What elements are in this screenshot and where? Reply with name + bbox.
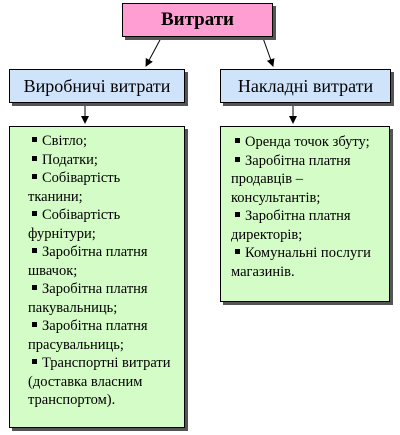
overhead-costs-list: Оренда точок збуту; Заробітна платня про… — [220, 126, 390, 302]
list-item-text: Заробітна платня директорів; — [231, 208, 351, 243]
bullet-icon — [32, 174, 37, 179]
bullet-icon — [32, 359, 37, 364]
bullet-icon — [32, 137, 37, 142]
list-item-text: Заробітна платня швачок; — [28, 244, 148, 279]
list-item: Транспортні витрати (доставка власним тр… — [28, 354, 178, 410]
list-item-text: Оренда точок збуту; — [245, 134, 370, 150]
root-node: Витрати — [122, 3, 273, 37]
bullet-icon — [32, 285, 37, 290]
list-item-text: Податки; — [42, 151, 98, 168]
bullet-icon — [32, 248, 37, 253]
bullet-icon — [32, 211, 37, 216]
list-item: Заробітна платня прасувальниць; — [28, 317, 178, 354]
bullet-icon — [235, 212, 240, 217]
list-item: Податки; — [28, 151, 178, 170]
category-production-costs: Виробничі витрати — [9, 69, 185, 103]
bullet-icon — [32, 322, 37, 327]
list-item-text: Собівартість фурнітури; — [28, 207, 121, 242]
root-label: Витрати — [160, 9, 235, 30]
list-item: Світло; — [28, 132, 178, 151]
list-item: Заробітна платня продавців – консультант… — [231, 152, 383, 208]
list-item: Оренда точок збуту; — [231, 133, 383, 152]
list-item: Собівартість фурнітури; — [28, 206, 178, 243]
bullet-icon — [235, 249, 240, 254]
list-item-text: Комунальні послуги магазинів. — [231, 245, 371, 280]
list-item: Собівартість тканини; — [28, 169, 178, 206]
list-item-text: Заробітна платня пакувальниць; — [28, 281, 148, 316]
list-item-text: Транспортні витрати (доставка власним тр… — [28, 355, 171, 408]
list-item: Заробітна платня директорів; — [231, 207, 383, 244]
list-item: Заробітна платня пакувальниць; — [28, 280, 178, 317]
arrow-root-to-right — [262, 37, 275, 67]
list-item-text: Собівартість тканини; — [28, 170, 121, 205]
list-item-text: Заробітна платня прасувальниць; — [28, 318, 148, 353]
list-item-text: Заробітна платня продавців – консультант… — [231, 152, 351, 206]
category-overhead-costs: Накладні витрати — [220, 69, 391, 103]
bullet-icon — [235, 156, 240, 162]
arrow-root-to-left — [145, 37, 162, 67]
category-title: Виробничі витрати — [23, 75, 171, 96]
bullet-icon — [235, 138, 240, 143]
list-item-text: Світло; — [42, 133, 88, 149]
production-costs-list: Світло; Податки; Собівартість тканини; С… — [9, 126, 185, 428]
bullet-icon — [32, 155, 37, 161]
list-item: Заробітна платня швачок; — [28, 243, 178, 280]
list-item: Комунальні послуги магазинів. — [231, 244, 383, 281]
category-title: Накладні витрати — [237, 75, 374, 96]
